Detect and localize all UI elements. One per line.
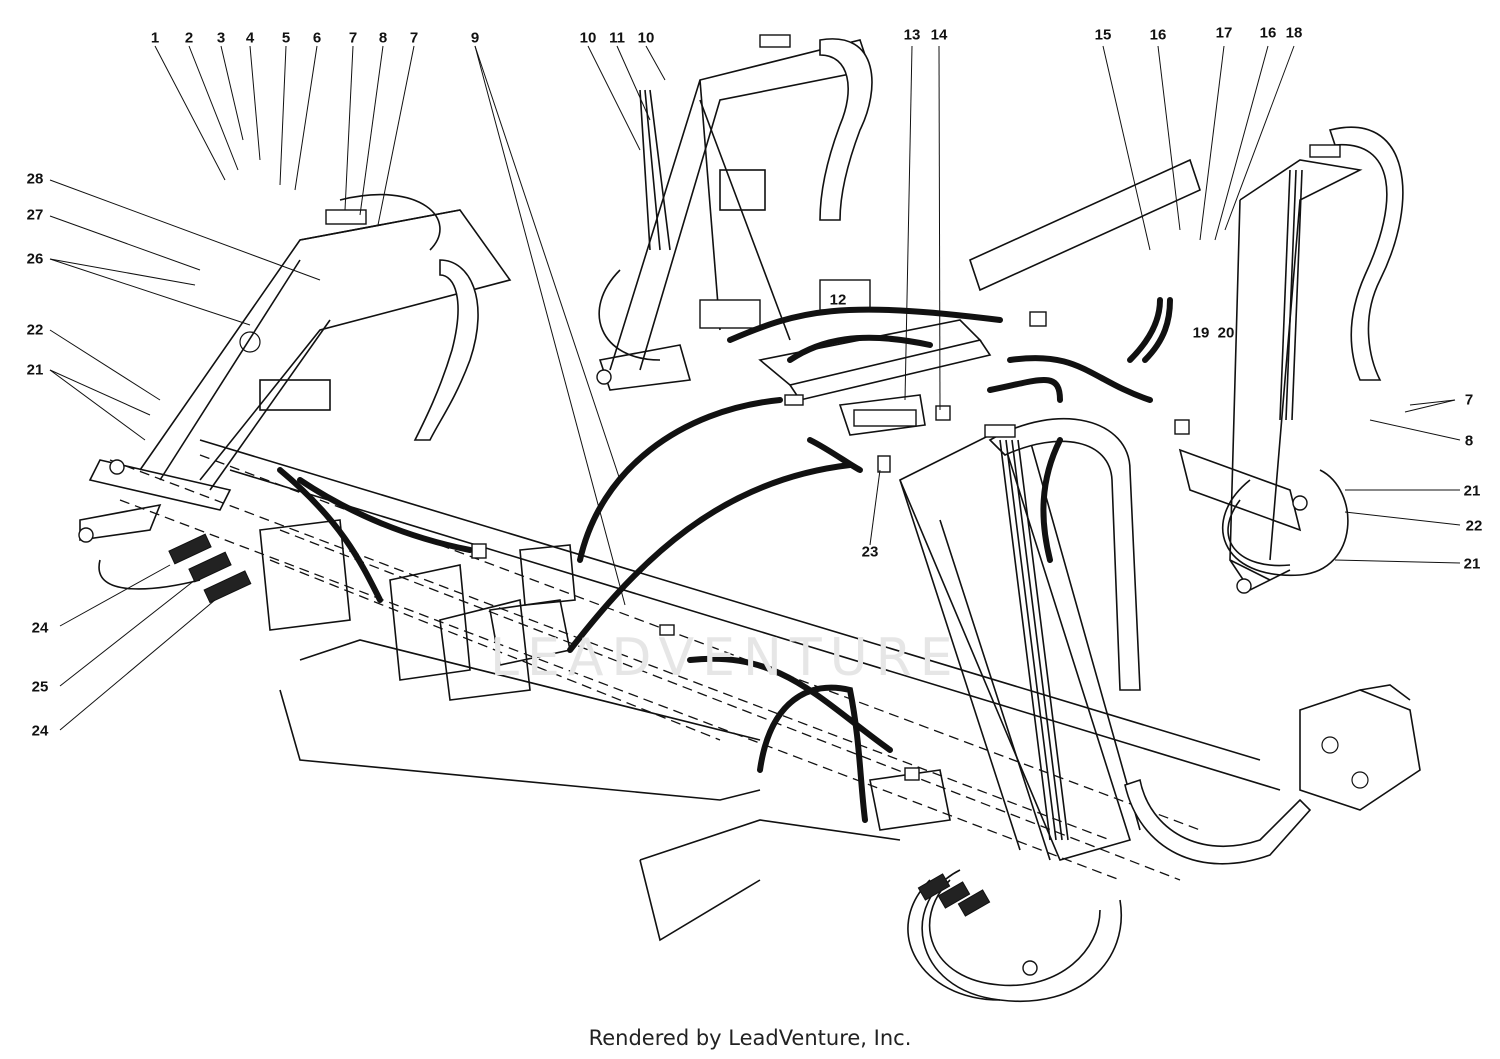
callout-24: 24 xyxy=(31,722,49,740)
callout-13: 13 xyxy=(903,26,921,44)
top-center-frame xyxy=(598,38,873,391)
callout-24: 24 xyxy=(31,619,49,637)
callout-22: 22 xyxy=(26,321,44,339)
callout-25: 25 xyxy=(31,678,49,696)
valve-block xyxy=(699,279,992,436)
callout-21: 21 xyxy=(1463,482,1481,500)
callout-18: 18 xyxy=(1285,24,1303,42)
callout-4: 4 xyxy=(245,29,255,47)
callout-16: 16 xyxy=(1149,26,1167,44)
callout-21: 21 xyxy=(1463,555,1481,573)
right-lower-frame xyxy=(869,418,1141,1003)
callout-23: 23 xyxy=(861,543,879,561)
callout-10: 10 xyxy=(579,29,597,47)
fittings xyxy=(78,34,1341,976)
left-a-frame xyxy=(79,193,512,590)
hydraulic-hoses xyxy=(277,297,1173,823)
callout-28: 28 xyxy=(26,170,44,188)
callout-6: 6 xyxy=(312,29,322,47)
callout-8: 8 xyxy=(1464,432,1474,450)
footer-credit: Rendered by LeadVenture, Inc. xyxy=(588,1026,912,1050)
callout-3: 3 xyxy=(216,29,226,47)
callout-22: 22 xyxy=(1465,517,1483,535)
callout-9: 9 xyxy=(470,29,480,47)
callout-20: 20 xyxy=(1217,324,1235,342)
callout-2: 2 xyxy=(184,29,194,47)
callout-19: 19 xyxy=(1192,324,1210,342)
callout-5: 5 xyxy=(281,29,291,47)
hydraulic-motor xyxy=(1124,684,1421,865)
callout-12: 12 xyxy=(829,291,847,309)
callout-11: 11 xyxy=(609,29,625,47)
callout-8: 8 xyxy=(378,29,388,47)
callout-14: 14 xyxy=(930,26,948,44)
callout-26: 26 xyxy=(26,250,44,268)
callout-7: 7 xyxy=(348,29,358,47)
callout-1: 1 xyxy=(150,29,160,47)
callout-10: 10 xyxy=(637,29,655,47)
callout-16: 16 xyxy=(1259,24,1277,42)
callout-21: 21 xyxy=(26,361,44,379)
callout-27: 27 xyxy=(26,206,44,224)
leader-lines xyxy=(49,45,1461,731)
callout-7: 7 xyxy=(409,29,419,47)
callout-17: 17 xyxy=(1215,24,1233,42)
main-frame-beams xyxy=(109,439,1281,942)
callout-7: 7 xyxy=(1464,391,1474,409)
right-upper-frame xyxy=(969,126,1404,592)
watermark-text: LEADVENTURE xyxy=(490,628,961,688)
callout-15: 15 xyxy=(1094,26,1112,44)
